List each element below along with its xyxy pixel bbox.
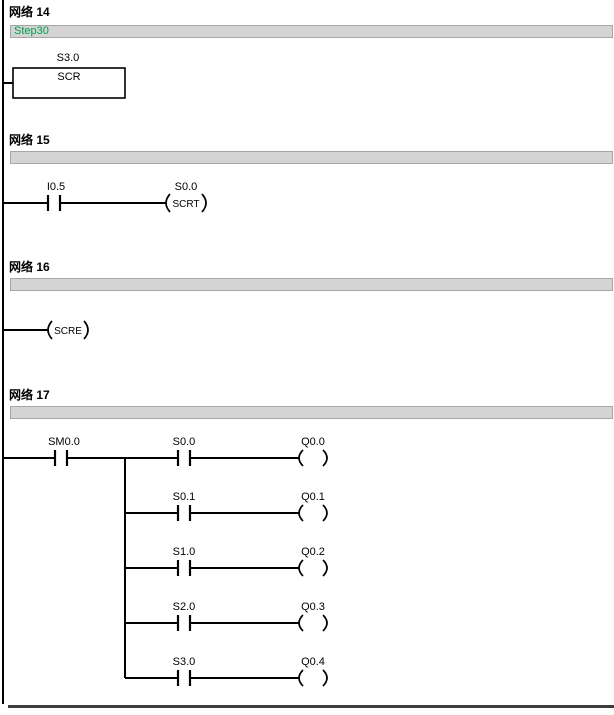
contact-s1-0[interactable]: S1.0 [173, 546, 196, 576]
scr-box[interactable]: S3.0 SCR [12, 52, 126, 99]
network16-title: 网络 16 [9, 260, 50, 274]
coil-paren [298, 449, 304, 467]
coil-paren [201, 193, 207, 213]
coil-scre[interactable]: SCRE [47, 320, 89, 340]
bottom-splitter[interactable] [8, 705, 614, 708]
instruction-label: SCRT [172, 199, 199, 210]
operand-label: S2.0 [173, 601, 196, 613]
network14-comment-text: Step30 [14, 25, 49, 37]
network16-rung: SCRE [3, 320, 89, 340]
coil-q0-2[interactable]: Q0.2 [298, 546, 328, 577]
contact-s0-1[interactable]: S0.1 [173, 491, 196, 521]
operand-label: Q0.3 [301, 601, 325, 613]
coil-q0-4[interactable]: Q0.4 [298, 656, 328, 687]
network15-rung: I0.5 S0.0 SCRT [3, 181, 207, 213]
branch-3: S1.0 Q0.2 [125, 546, 328, 577]
branch-4: S2.0 Q0.3 [125, 601, 328, 632]
network17-title: 网络 17 [9, 388, 50, 402]
coil-paren [298, 614, 304, 632]
operand-label: Q0.1 [301, 491, 325, 503]
coil-paren [83, 320, 89, 340]
coil-q0-3[interactable]: Q0.3 [298, 601, 328, 632]
branch-5: S3.0 Q0.4 [125, 656, 328, 687]
coil-q0-1[interactable]: Q0.1 [298, 491, 328, 522]
operand-label: SM0.0 [48, 436, 80, 448]
network16-comment-bar[interactable] [10, 278, 613, 291]
contact-s0-0[interactable]: S0.0 [173, 436, 196, 466]
coil-q0-0[interactable]: Q0.0 [298, 436, 328, 467]
operand-label: S3.0 [57, 52, 80, 64]
network15-title: 网络 15 [9, 133, 50, 147]
branch-2: S0.1 Q0.1 [125, 491, 328, 522]
network15-comment-bar[interactable] [10, 151, 613, 164]
network14-rung: S3.0 SCR [3, 52, 126, 99]
operand-label: Q0.4 [301, 656, 325, 668]
contact-sm0-0[interactable]: SM0.0 [48, 436, 80, 466]
network14-title: 网络 14 [9, 5, 50, 19]
contact-s3-0[interactable]: S3.0 [173, 656, 196, 686]
network17-comment-bar[interactable] [10, 406, 613, 419]
instruction-label: SCR [57, 71, 80, 83]
contact-s2-0[interactable]: S2.0 [173, 601, 196, 631]
operand-label: S3.0 [173, 656, 196, 668]
network14-comment-bar[interactable]: Step30 [10, 25, 613, 38]
coil-paren [298, 669, 304, 687]
coil-paren [298, 559, 304, 577]
coil-paren [298, 504, 304, 522]
operand-label: S0.1 [173, 491, 196, 503]
coil-paren [322, 669, 328, 687]
operand-label: S0.0 [173, 436, 196, 448]
coil-paren [47, 320, 53, 340]
instruction-label: SCRE [54, 326, 82, 337]
operand-label: S0.0 [175, 181, 198, 193]
contact-i0-5[interactable]: I0.5 [47, 181, 65, 211]
coil-paren [322, 504, 328, 522]
operand-label: Q0.0 [301, 436, 325, 448]
scr-box-outline [12, 67, 126, 99]
operand-label: S1.0 [173, 546, 196, 558]
branch-1: S0.0 Q0.0 [125, 436, 328, 467]
network17-rung: SM0.0 S0.0 Q0.0 [3, 436, 328, 687]
operand-label: I0.5 [47, 181, 65, 193]
coil-paren [165, 193, 171, 213]
coil-paren [322, 559, 328, 577]
coil-paren [322, 614, 328, 632]
operand-label: Q0.2 [301, 546, 325, 558]
coil-paren [322, 449, 328, 467]
coil-scrt[interactable]: S0.0 SCRT [165, 181, 207, 213]
